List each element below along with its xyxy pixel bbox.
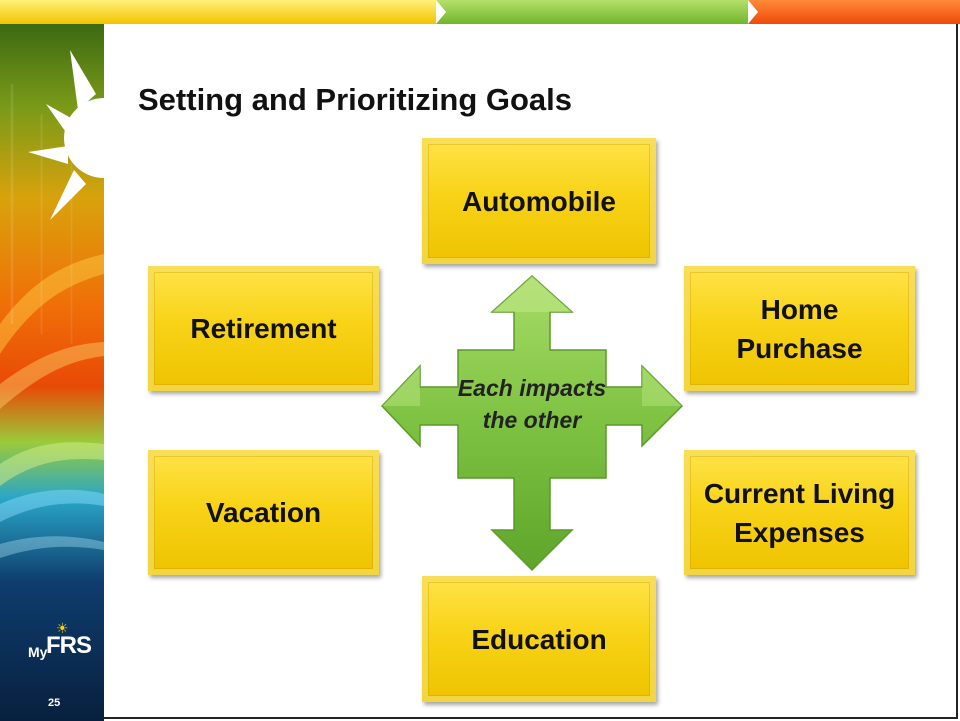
goal-box-vacation: Vacation bbox=[148, 450, 379, 575]
logo-name: FRS bbox=[46, 632, 92, 659]
myfrs-logo: ☀ My FRS bbox=[26, 620, 96, 666]
four-way-arrow bbox=[380, 274, 684, 572]
center-label: Each impacts the other bbox=[457, 375, 607, 433]
slide-title: Setting and Prioritizing Goals bbox=[138, 82, 573, 117]
goal-box-home-purchase: Home Purchase bbox=[684, 266, 915, 391]
goal-label-education: Education bbox=[471, 623, 607, 655]
goal-label-automobile: Automobile bbox=[462, 185, 616, 217]
goal-box-current-living-expenses: Current Living Expenses bbox=[684, 450, 915, 575]
sun-icon: ☀ bbox=[56, 620, 69, 636]
goal-box-retirement: Retirement bbox=[148, 266, 379, 391]
goal-label-retirement: Retirement bbox=[190, 313, 337, 344]
goal-box-education: Education bbox=[422, 576, 656, 702]
slide-frame bbox=[104, 24, 958, 719]
goal-label-vacation: Vacation bbox=[205, 497, 322, 528]
goal-label-home-purchase: Home Purchase bbox=[736, 293, 863, 364]
goal-box-automobile: Automobile bbox=[422, 138, 656, 264]
page-number: 25 bbox=[48, 697, 61, 709]
goal-label-current-living-expenses: Current Living Expenses bbox=[703, 477, 896, 548]
top-color-bar bbox=[0, 0, 960, 24]
decorative-left-strip bbox=[0, 24, 104, 721]
logo-prefix: My bbox=[28, 644, 48, 660]
